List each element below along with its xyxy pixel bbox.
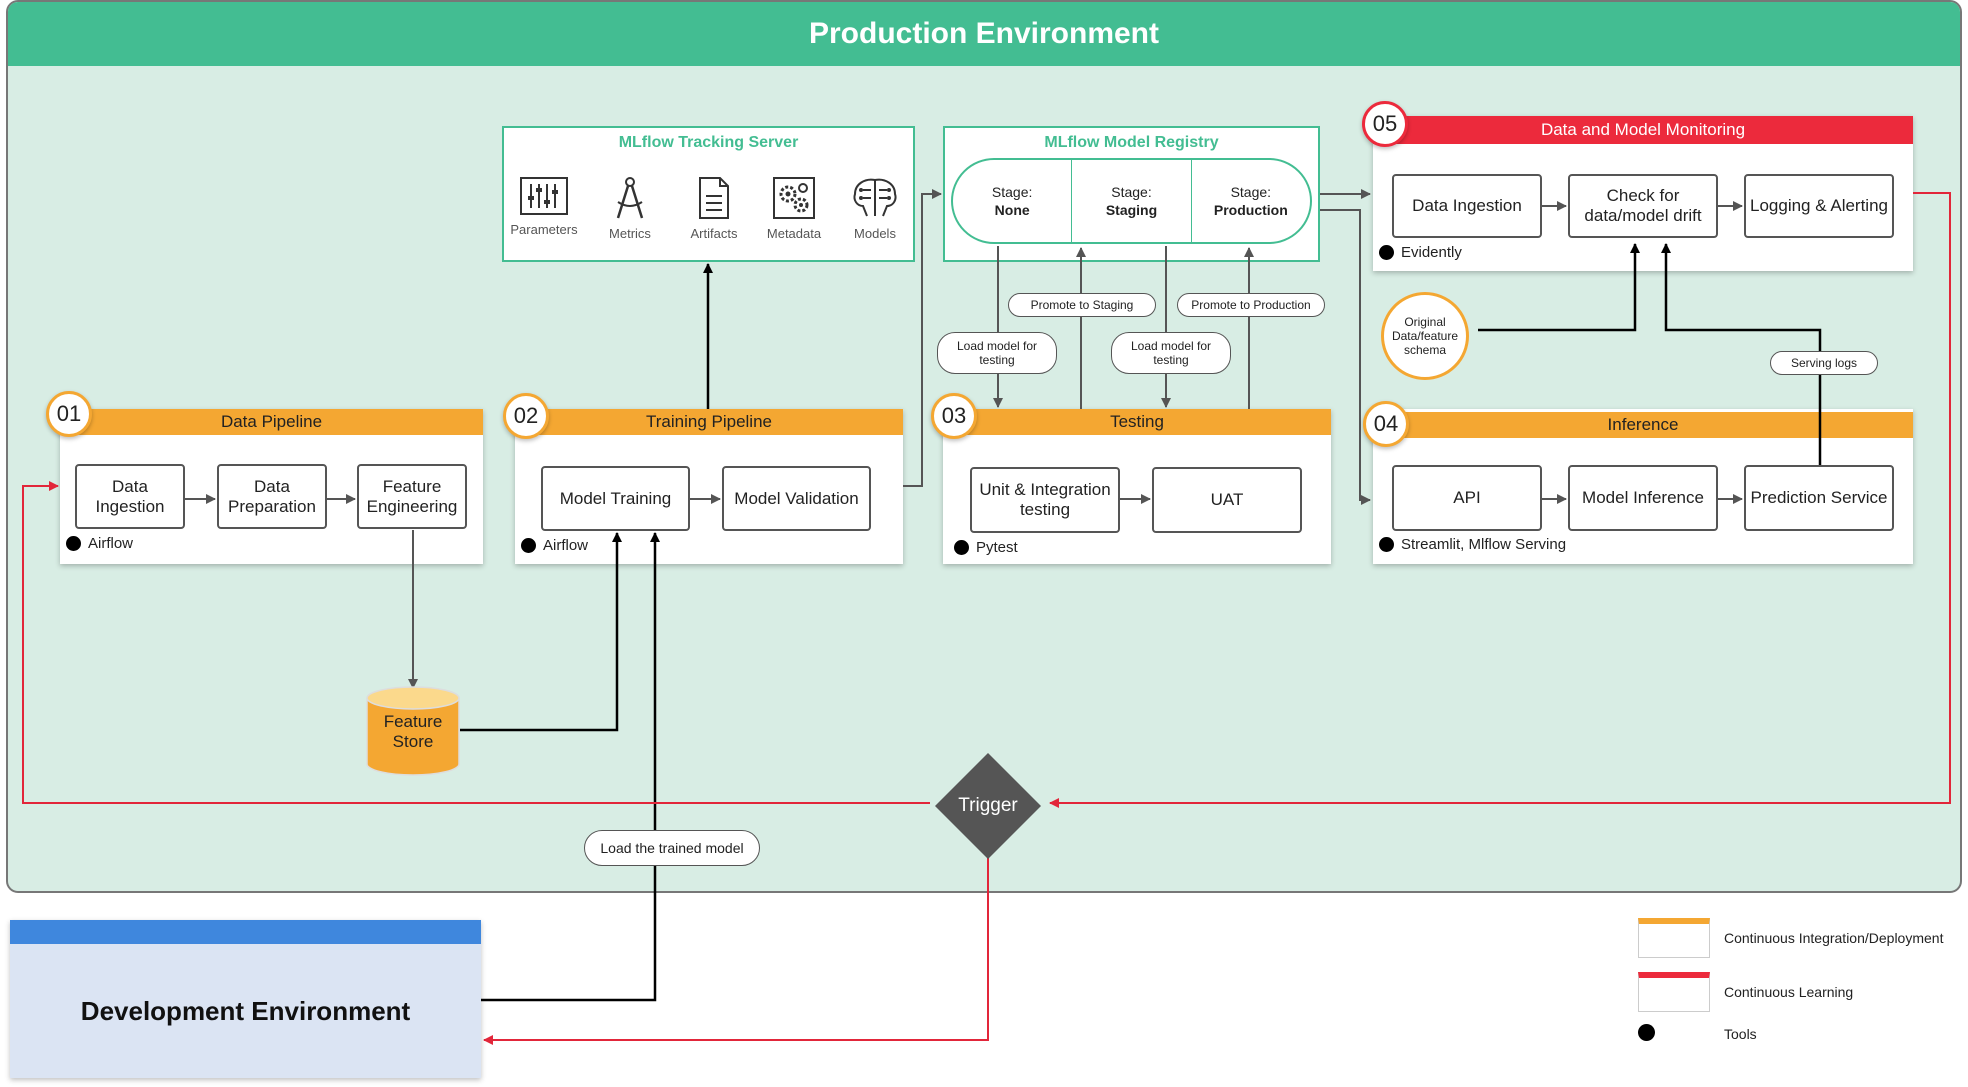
training-pipeline-title: Training Pipeline: [515, 409, 903, 435]
stage-label: Stage:: [991, 184, 1033, 200]
stage-staging[interactable]: Stage: Staging: [1072, 160, 1192, 242]
stage-label: Stage:: [1230, 184, 1272, 200]
feature-store[interactable]: Feature Store: [366, 686, 460, 776]
monitoring-data-ingestion-box[interactable]: Data Ingestion: [1392, 174, 1542, 238]
development-environment-title: Development Environment: [80, 995, 411, 1026]
pill-promote-staging: Promote to Staging: [1008, 293, 1156, 317]
pill-load-model-testing-1: Load model for testing: [937, 332, 1057, 374]
development-environment-bar: [10, 920, 481, 944]
legend: Continuous Integration/Deployment Contin…: [1638, 918, 1958, 1068]
tool-evidently: Evidently: [1379, 244, 1462, 261]
inference-panel: Inference API Model Inference Prediction…: [1373, 409, 1913, 564]
testing-panel: Testing Unit & Integration testing UAT P…: [943, 409, 1331, 564]
tool-dot-icon: [1379, 537, 1394, 552]
mlflow-model-registry: MLflow Model Registry Stage: None Stage:…: [943, 126, 1320, 262]
tool-label: Airflow: [88, 535, 134, 552]
model-registry-title: MLflow Model Registry: [1044, 134, 1219, 151]
training-pipeline-panel: Training Pipeline Model Training Model V…: [515, 409, 903, 564]
tracking-item-label: Artifacts: [690, 226, 738, 241]
sliders-icon: [520, 177, 568, 215]
tool-pytest: Pytest: [954, 539, 1018, 556]
monitoring-title: Data and Model Monitoring: [1373, 116, 1913, 144]
brain-circuit-icon: [853, 178, 897, 217]
stage-value: None: [994, 202, 1030, 218]
pill-load-trained-model: Load the trained model: [584, 830, 760, 866]
stage-value: Production: [1213, 202, 1288, 218]
tracking-item-parameters: Parameters: [504, 176, 584, 237]
tool-dot-icon: [66, 536, 81, 551]
tracking-item-metadata: Metadata: [754, 176, 834, 241]
original-schema-node: Original Data/feature schema: [1381, 292, 1469, 380]
tool-label: Airflow: [543, 537, 589, 554]
tool-dot-icon: [954, 540, 969, 555]
tracking-item-models: Models: [835, 176, 915, 241]
badge-02: 02: [503, 393, 549, 439]
stage-production[interactable]: Stage: Production: [1192, 160, 1310, 242]
badge-03: 03: [931, 393, 977, 439]
prediction-service-box[interactable]: Prediction Service: [1744, 465, 1894, 531]
development-environment: Development Environment: [10, 920, 481, 1078]
model-inference-box[interactable]: Model Inference: [1568, 465, 1718, 531]
tool-dot-icon: [1379, 245, 1394, 260]
legend-ci-cd-swatch: [1638, 918, 1710, 958]
legend-tools-label: Tools: [1724, 1026, 1757, 1042]
pill-load-model-testing-2: Load model for testing: [1111, 332, 1231, 374]
production-environment-title: Production Environment: [8, 2, 1960, 66]
data-pipeline-title: Data Pipeline: [60, 409, 483, 435]
tool-streamlit-mlflow: Streamlit, Mlflow Serving: [1379, 536, 1566, 553]
mlflow-tracking-server: MLflow Tracking Server Parameters Metric…: [502, 126, 915, 262]
tracking-item-label: Parameters: [510, 222, 578, 237]
feature-engineering-box[interactable]: Feature Engineering: [357, 464, 467, 529]
badge-04: 04: [1363, 401, 1409, 447]
data-preparation-box[interactable]: Data Preparation: [217, 464, 327, 529]
model-training-box[interactable]: Model Training: [541, 466, 690, 531]
document-icon: [699, 177, 729, 219]
legend-tools-dot-icon: [1638, 1024, 1655, 1041]
model-validation-box[interactable]: Model Validation: [722, 466, 871, 531]
stage-value: Staging: [1105, 202, 1158, 218]
database-icon: [366, 686, 460, 776]
tool-label: Evidently: [1401, 244, 1462, 261]
gears-icon: [773, 177, 815, 219]
uat-box[interactable]: UAT: [1152, 467, 1302, 533]
trigger-label: Trigger: [958, 795, 1018, 816]
legend-learning-label: Continuous Learning: [1724, 984, 1854, 1000]
legend-learning-swatch: [1638, 972, 1710, 1012]
unit-integration-testing-box[interactable]: Unit & Integration testing: [970, 467, 1120, 533]
tool-label: Pytest: [976, 539, 1018, 556]
api-box[interactable]: API: [1392, 465, 1542, 531]
testing-title: Testing: [943, 409, 1331, 435]
tracking-item-artifacts: Artifacts: [674, 176, 754, 241]
tracking-item-label: Metadata: [766, 226, 822, 241]
pill-serving-logs: Serving logs: [1770, 351, 1878, 375]
stage-none[interactable]: Stage: None: [953, 160, 1073, 242]
inference-title: Inference: [1373, 412, 1913, 438]
tracking-item-metrics: Metrics: [590, 176, 670, 241]
data-ingestion-box[interactable]: Data Ingestion: [75, 464, 185, 529]
legend-ci-cd-label: Continuous Integration/Deployment: [1724, 930, 1944, 946]
trigger-node[interactable]: Trigger: [933, 751, 1043, 861]
feature-store-label: Feature Store: [383, 712, 443, 751]
pill-promote-production: Promote to Production: [1177, 293, 1325, 317]
tool-airflow: Airflow: [66, 535, 133, 552]
tool-label: Streamlit, Mlflow Serving: [1401, 536, 1567, 553]
monitoring-panel: Data and Model Monitoring Data Ingestion…: [1373, 116, 1913, 271]
logging-alerting-box[interactable]: Logging & Alerting: [1744, 174, 1894, 238]
tracking-server-title: MLflow Tracking Server: [618, 134, 799, 151]
registry-stages: Stage: None Stage: Staging Stage: Produc…: [951, 158, 1312, 244]
drift-check-box[interactable]: Check for data/model drift: [1568, 174, 1718, 238]
tool-dot-icon: [521, 538, 536, 553]
tool-airflow: Airflow: [521, 537, 588, 554]
compass-icon: [616, 177, 644, 219]
stage-label: Stage:: [1111, 184, 1152, 200]
tracking-item-label: Metrics: [609, 226, 651, 241]
trigger-diamond-icon: [935, 753, 1041, 859]
badge-01: 01: [46, 391, 92, 437]
tracking-item-label: Models: [854, 226, 896, 241]
badge-05: 05: [1362, 101, 1408, 147]
